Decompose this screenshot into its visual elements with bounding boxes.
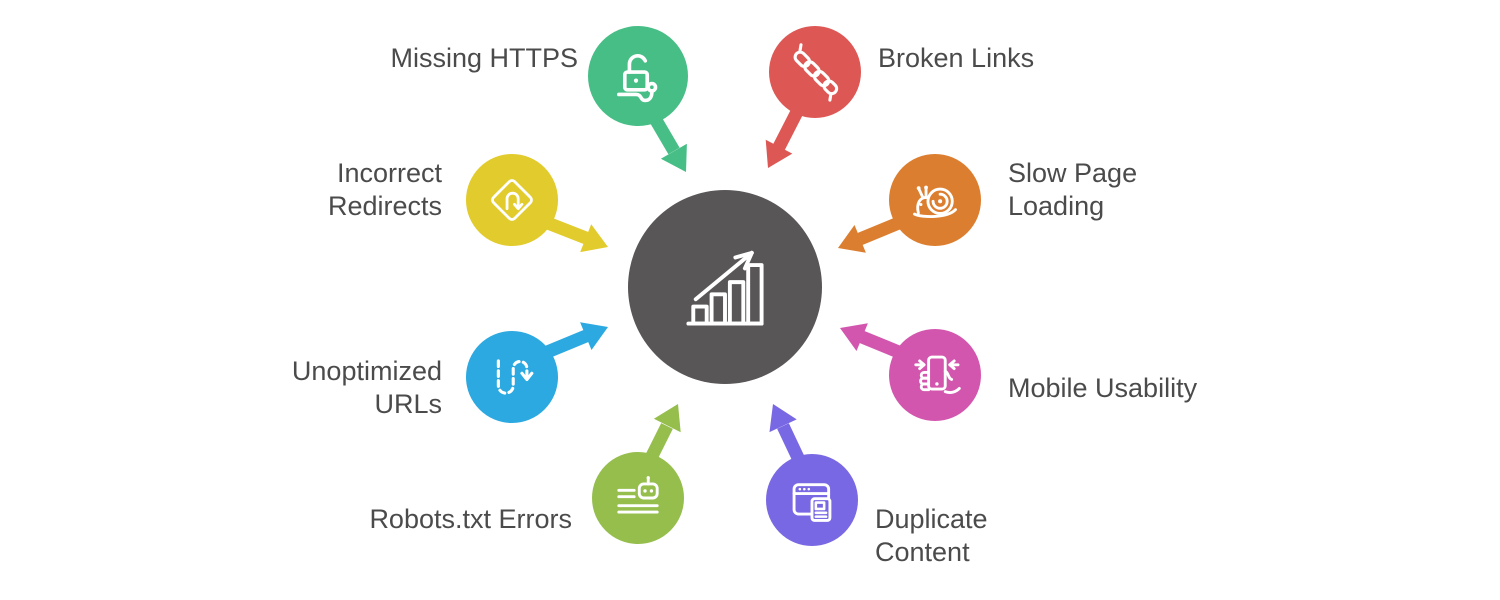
- browser-duplicate-icon: [792, 483, 832, 522]
- node-mobile-usability: [889, 329, 981, 421]
- node-missing-https: [588, 26, 688, 126]
- node-unoptimized-urls: [466, 331, 558, 423]
- label-robots-txt-errors: Robots.txt Errors: [369, 504, 572, 534]
- arrow-robots-txt-errors: [644, 404, 681, 463]
- node-incorrect-redirects: [466, 154, 558, 246]
- snail-icon: [913, 185, 957, 218]
- node-slow-page-loading: [889, 154, 981, 246]
- node-duplicate-content: [766, 454, 858, 546]
- winding-route-icon: [496, 359, 534, 395]
- label-missing-https: Missing HTTPS: [390, 43, 578, 73]
- label-duplicate-content: Duplicate Content: [875, 504, 988, 567]
- arrow-unoptimized-urls: [537, 322, 608, 362]
- label-unoptimized-urls: Unoptimized URLs: [291, 356, 442, 419]
- arrow-broken-links: [765, 103, 806, 168]
- label-slow-page-loading: Slow Page Loading: [1008, 158, 1138, 221]
- u-turn-sign-icon: [491, 179, 533, 221]
- node-robots-txt-errors: [592, 452, 684, 544]
- broken-chain-icon: [793, 43, 839, 102]
- hand-holding-phone-icon: [914, 355, 961, 394]
- label-broken-links: Broken Links: [878, 43, 1035, 73]
- unlocked-padlock-icon: [617, 54, 658, 103]
- center-hub: [628, 190, 822, 384]
- arrow-duplicate-content: [769, 404, 806, 465]
- robot-document-icon: [617, 476, 659, 514]
- label-mobile-usability: Mobile Usability: [1008, 373, 1198, 403]
- label-incorrect-redirects: Incorrect Redirects: [327, 158, 442, 221]
- node-broken-links: [769, 26, 861, 118]
- growth-bar-chart-icon: [686, 250, 764, 326]
